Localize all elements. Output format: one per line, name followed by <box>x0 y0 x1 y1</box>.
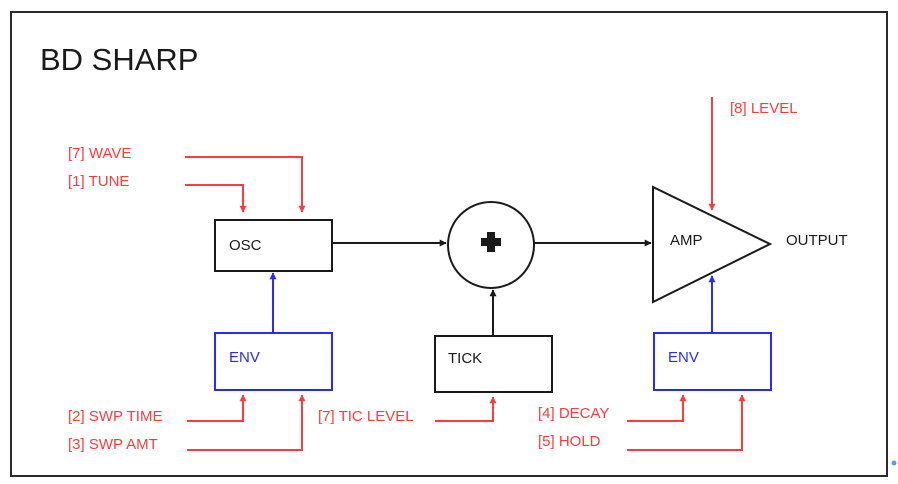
tic-level-wire <box>435 396 497 422</box>
env-amp-block <box>653 332 772 391</box>
tune-wire <box>185 184 247 213</box>
tick-label: TICK <box>448 350 482 367</box>
plus-icon <box>481 232 501 252</box>
swp-amt-wire <box>187 394 306 451</box>
env-amp-label: ENV <box>668 349 699 366</box>
amp-label: AMP <box>670 232 703 249</box>
diagram-title: BD SHARP <box>40 42 198 77</box>
param-swp-time-label: [2] SWP TIME <box>68 408 162 425</box>
output-label: OUTPUT <box>786 232 848 249</box>
osc-block <box>214 219 333 272</box>
decay-wire <box>627 394 687 422</box>
amp-triangle <box>652 185 773 304</box>
param-tune-label: [1] TUNE <box>68 173 129 190</box>
param-tic-level-label: [7] TIC LEVEL <box>318 408 414 425</box>
param-level-label: [8] LEVEL <box>730 100 798 117</box>
hold-wire <box>627 394 746 451</box>
param-hold-label: [5] HOLD <box>538 433 601 450</box>
param-swp-amt-label: [3] SWP AMT <box>68 436 158 453</box>
param-decay-label: [4] DECAY <box>538 405 609 422</box>
swp-time-wire <box>187 394 247 422</box>
wave-wire <box>185 156 306 213</box>
edge-dot <box>891 460 897 466</box>
osc-label: OSC <box>229 237 262 254</box>
env-osc-label: ENV <box>229 349 260 366</box>
param-wave-label: [7] WAVE <box>68 145 131 162</box>
